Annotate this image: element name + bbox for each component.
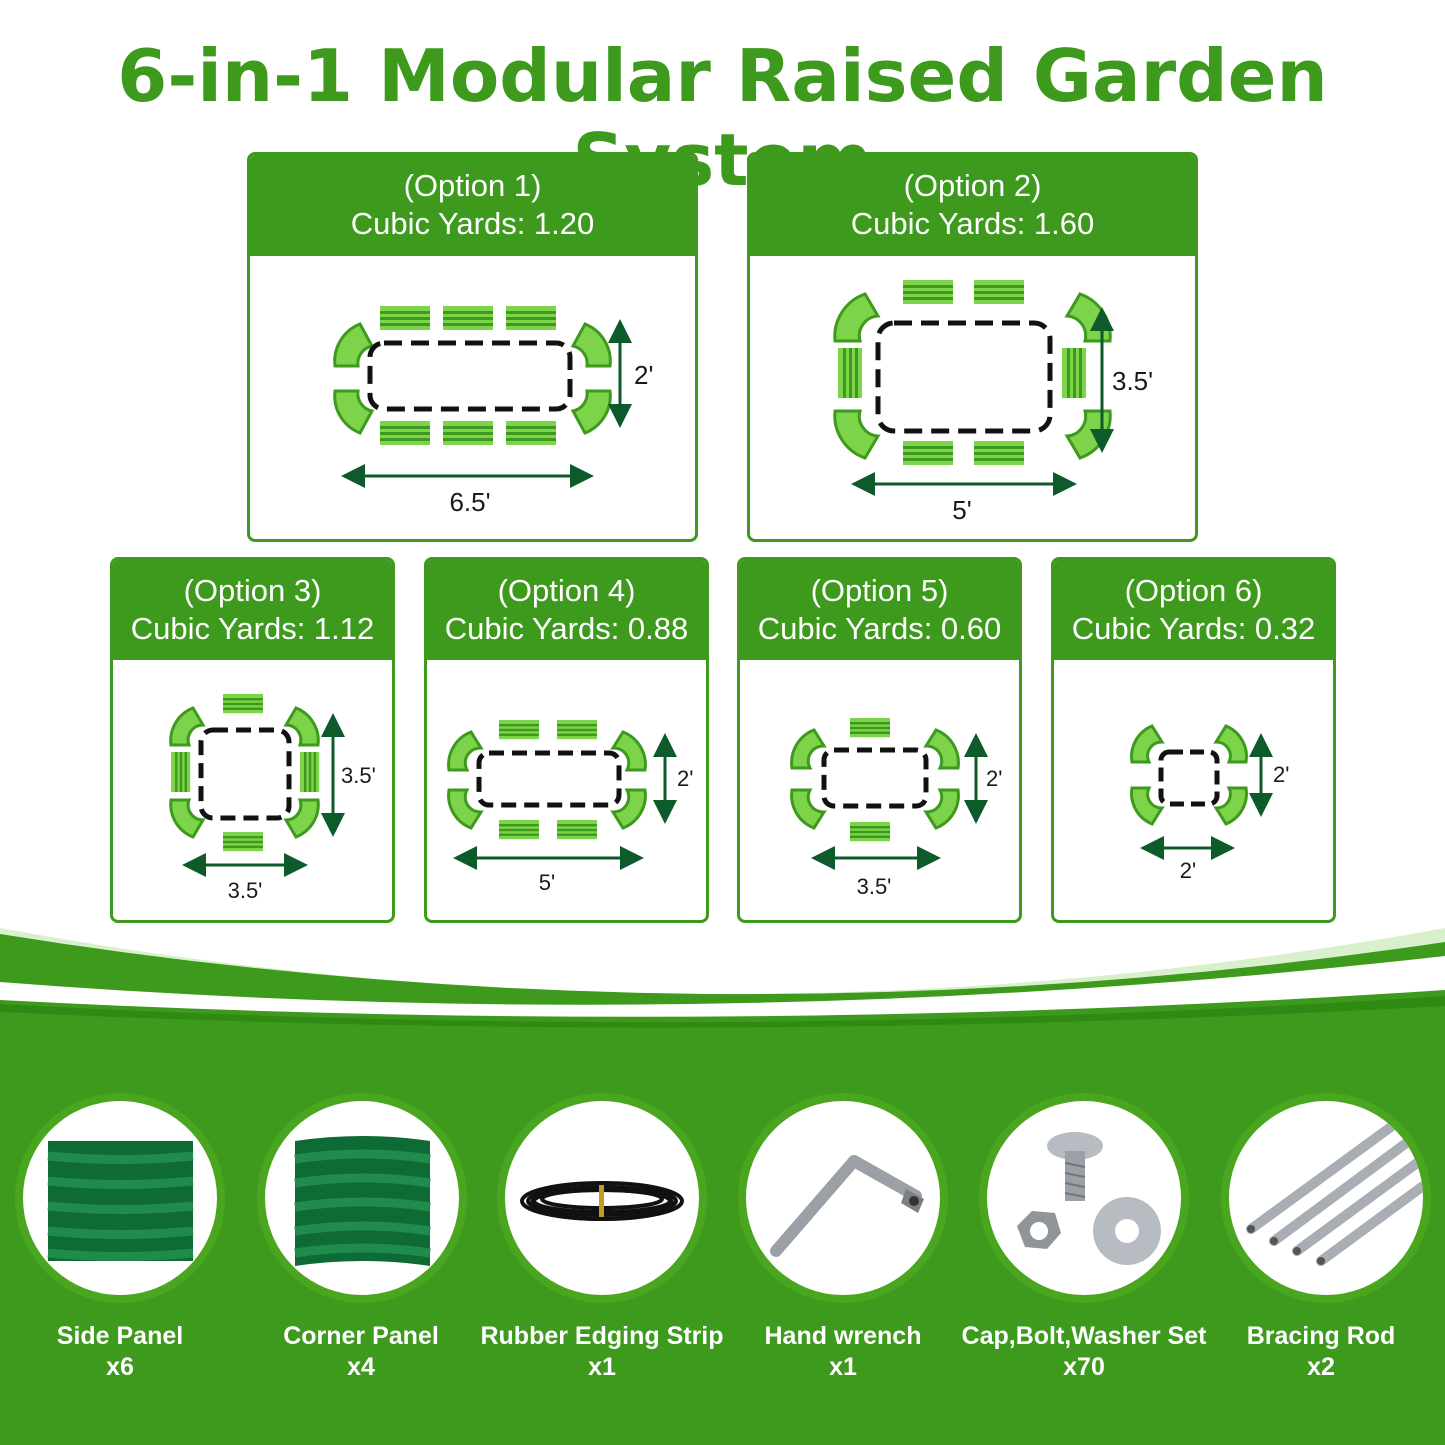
part-qty: x4 — [347, 1353, 375, 1381]
option-card-5: (Option 5) Cubic Yards: 0.60 2' 3.5' — [737, 557, 1022, 923]
option-header: (Option 6) Cubic Yards: 0.32 — [1054, 560, 1333, 660]
option-header: (Option 1) Cubic Yards: 1.20 — [250, 155, 695, 256]
height-label: 2' — [677, 766, 693, 791]
part-label: Side Panel x6 — [0, 1321, 270, 1383]
part-circle-corner-panel — [257, 1093, 467, 1303]
option-card-4: (Option 4) Cubic Yards: 0.88 2' 5' — [424, 557, 709, 923]
cubic-yards: Cubic Yards: 1.20 — [350, 206, 595, 241]
width-label: 2' — [1180, 858, 1196, 883]
cubic-yards: Cubic Yards: 1.60 — [850, 206, 1095, 241]
rod-icon — [1246, 1116, 1423, 1266]
part-label: Corner Panel x4 — [211, 1321, 511, 1383]
option-label: (Option 2) — [903, 168, 1042, 203]
height-label: 2' — [1273, 762, 1289, 787]
part-qty: x2 — [1307, 1353, 1335, 1381]
part-name: Rubber Edging Strip — [480, 1322, 724, 1350]
height-label: 2' — [986, 766, 1002, 791]
page-title: 6-in-1 Modular Raised Garden System — [117, 34, 1328, 202]
option-header: (Option 2) Cubic Yards: 1.60 — [750, 155, 1195, 256]
option-label: (Option 3) — [183, 573, 322, 608]
layout-diagram: 2' 5' — [447, 720, 693, 895]
part-label: Rubber Edging Strip x1 — [452, 1321, 752, 1383]
option-label: (Option 5) — [810, 573, 949, 608]
layout-diagram: 3.5' 3.5' — [169, 694, 376, 903]
width-label: 5' — [539, 870, 555, 895]
height-label: 3.5' — [1112, 366, 1153, 396]
layout-diagram: 2' 3.5' — [790, 718, 1002, 899]
wrench-icon — [770, 1155, 924, 1257]
parts-background — [0, 928, 1445, 1445]
option-card-3: (Option 3) Cubic Yards: 1.12 3.5' 3.5' — [110, 557, 395, 923]
part-circle-bracing-rod — [1221, 1093, 1431, 1303]
part-label: Bracing Rod x2 — [1171, 1321, 1445, 1383]
option-label: (Option 4) — [497, 573, 636, 608]
rubber-strip-icon — [520, 1181, 684, 1221]
height-label: 2' — [634, 360, 653, 390]
layout-diagram: 3.5' 5' — [833, 280, 1153, 525]
side-panel-icon — [47, 1141, 194, 1261]
height-label: 3.5' — [341, 763, 376, 788]
option-label: (Option 6) — [1124, 573, 1263, 608]
option-card-2: (Option 2) Cubic Yards: 1.60 3.5' 5' — [747, 152, 1198, 542]
part-circle-wrench — [738, 1093, 948, 1303]
part-label: Hand wrench x1 — [693, 1321, 993, 1383]
part-qty: x6 — [106, 1353, 134, 1381]
option-label: (Option 1) — [403, 168, 542, 203]
option-header: (Option 3) Cubic Yards: 1.12 — [113, 560, 392, 660]
layout-diagram: 2' 2' — [1130, 724, 1289, 883]
layout-diagram: 2' 6.5' — [333, 306, 653, 517]
option-card-6: (Option 6) Cubic Yards: 0.32 2' 2' — [1051, 557, 1336, 923]
width-label: 3.5' — [857, 874, 892, 899]
part-circle-bolt-set — [979, 1093, 1189, 1303]
cubic-yards: Cubic Yards: 0.88 — [444, 611, 689, 646]
cubic-yards: Cubic Yards: 1.12 — [130, 611, 375, 646]
cubic-yards: Cubic Yards: 0.60 — [757, 611, 1002, 646]
part-qty: x70 — [1063, 1353, 1105, 1381]
width-label: 3.5' — [228, 878, 263, 903]
part-name: Side Panel — [56, 1322, 184, 1350]
part-name: Corner Panel — [283, 1322, 439, 1350]
option-card-1: (Option 1) Cubic Yards: 1.20 2' 6.5' — [247, 152, 698, 542]
corner-panel-icon — [294, 1136, 431, 1266]
cubic-yards: Cubic Yards: 0.32 — [1071, 611, 1316, 646]
part-qty: x1 — [588, 1353, 616, 1381]
option-header: (Option 5) Cubic Yards: 0.60 — [740, 560, 1019, 660]
width-label: 5' — [952, 495, 971, 525]
part-name: Hand wrench — [764, 1322, 922, 1350]
part-circle-side-panel — [15, 1093, 225, 1303]
width-label: 6.5' — [449, 487, 490, 517]
part-circle-rubber-strip — [497, 1093, 707, 1303]
bolt-set-icon — [1017, 1132, 1161, 1265]
part-name: Bracing Rod — [1246, 1322, 1396, 1350]
part-label: Cap,Bolt,Washer Set x70 — [934, 1321, 1234, 1383]
part-qty: x1 — [829, 1353, 857, 1381]
option-header: (Option 4) Cubic Yards: 0.88 — [427, 560, 706, 660]
part-name: Cap,Bolt,Washer Set — [961, 1322, 1207, 1350]
